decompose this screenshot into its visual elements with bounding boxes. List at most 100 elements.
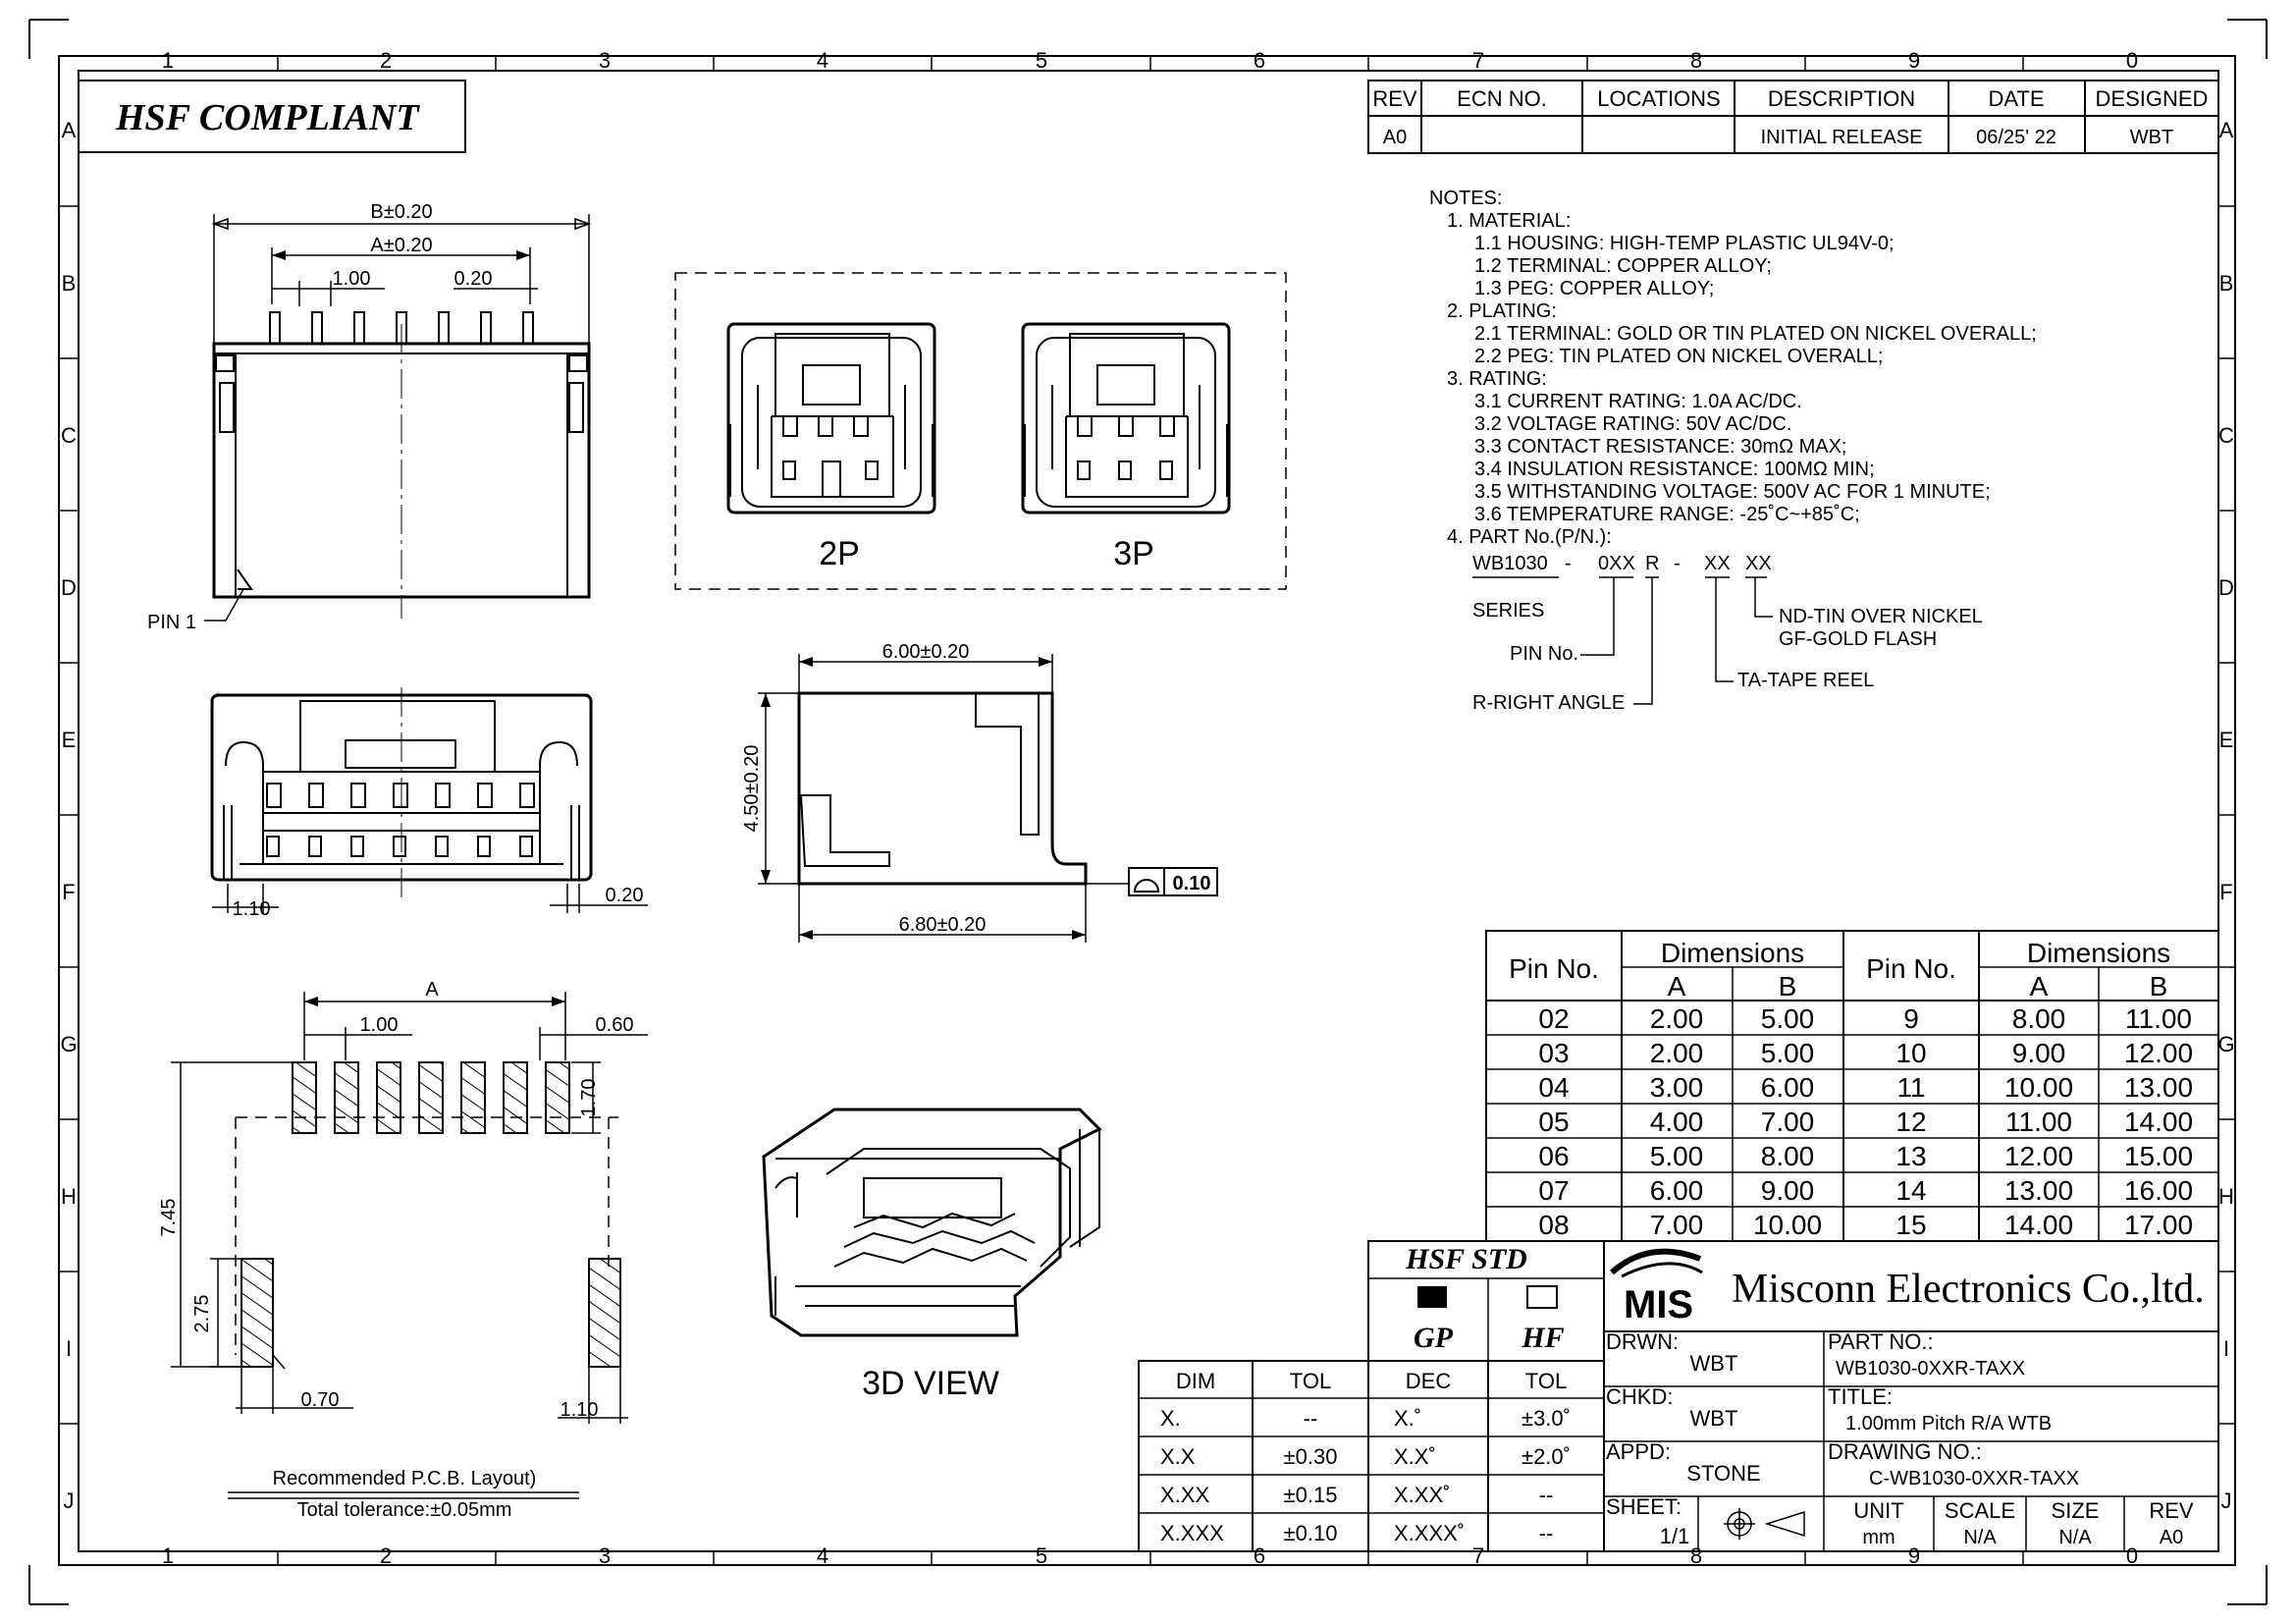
- grid-row-labels-left: A B C D E F G H I J: [60, 118, 77, 1513]
- pn-tape-reel-label: TA-TAPE REEL: [1737, 670, 1874, 691]
- table-cell: 3.00: [1650, 1072, 1704, 1103]
- grid-col-label: 3: [599, 48, 611, 73]
- grid-row-label: C: [61, 423, 77, 448]
- note-line: 1. MATERIAL:: [1447, 210, 1571, 232]
- note-line: 2. PLATING:: [1447, 300, 1557, 322]
- dim-header-2: Dimensions: [2027, 938, 2170, 968]
- tol-cell: ±0.30: [1284, 1444, 1338, 1469]
- table-cell: 15: [1896, 1210, 1926, 1240]
- size-label: SIZE: [2052, 1498, 2100, 1523]
- grid-column-labels-bottom: 1 2 3 4 5 6 7 8 9 0: [162, 1543, 2138, 1568]
- table-cell: 03: [1538, 1038, 1569, 1068]
- grid-row-label: C: [2218, 423, 2234, 448]
- table-cell: 14.00: [2124, 1107, 2193, 1137]
- grid-row-label: A: [2219, 118, 2234, 142]
- table-cell: 10.00: [2004, 1072, 2073, 1103]
- pcb-dim-a: A: [425, 979, 439, 1001]
- note-line: 3.1 CURRENT RATING: 1.0A AC/DC.: [1474, 391, 1802, 412]
- grid-row-label: F: [2219, 880, 2232, 904]
- variant-2p-drawing: [726, 322, 936, 514]
- chkd-label: CHKD:: [1606, 1384, 1673, 1409]
- grid-row-label: D: [61, 575, 77, 600]
- grid-column-labels-top: 1 2 3 4 5 6 7 8 9 0: [162, 48, 2138, 73]
- table-cell: 11: [1896, 1072, 1925, 1103]
- grid-row-labels-right: A B C D E F G H I J: [2217, 118, 2234, 1513]
- tol-cell: --: [1539, 1483, 1554, 1507]
- pn-pin-code: 0XX: [1598, 553, 1635, 574]
- col-a-2: A: [2030, 971, 2049, 1001]
- designed-value: WBT: [2130, 127, 2173, 148]
- col-b-2: B: [2150, 971, 2168, 1001]
- table-cell: 9.00: [1761, 1175, 1815, 1206]
- iso-3d-view: 3D VIEW: [762, 1108, 1102, 1402]
- hsf-compliant-text: HSF COMPLIANT: [115, 97, 420, 138]
- description-header: DESCRIPTION: [1768, 86, 1915, 111]
- dimensions-table: Pin No. Dimensions A B Pin No. Dimension…: [1485, 930, 2219, 1242]
- grid-row-label: B: [2219, 271, 2234, 296]
- grid-col-label: 8: [1690, 1543, 1702, 1568]
- table-cell: 07: [1538, 1175, 1569, 1206]
- notes-block: NOTES: 1. MATERIAL: 1.1 HOUSING: HIGH-TE…: [1429, 188, 2037, 548]
- tol-cell: X.XX˚: [1394, 1483, 1450, 1507]
- tol-cell: X.X: [1160, 1444, 1196, 1469]
- note-line: 2.2 PEG: TIN PLATED ON NICKEL OVERALL;: [1474, 346, 1883, 367]
- grid-row-label: H: [61, 1184, 77, 1209]
- grid-col-label: 8: [1690, 48, 1702, 73]
- pn-tape-code: XX: [1704, 553, 1731, 574]
- table-cell: 11.00: [2005, 1107, 2072, 1137]
- pcb-dim-060: 0.60: [596, 1014, 634, 1036]
- table-cell: 12: [1896, 1107, 1926, 1137]
- grid-col-label: 5: [1036, 48, 1047, 73]
- pcb-title: Recommended P.C.B. Layout): [273, 1468, 537, 1489]
- gp-label: GP: [1414, 1322, 1454, 1354]
- grid-col-label: 0: [2126, 1543, 2138, 1568]
- note-line: 3.3 CONTACT RESISTANCE: 30mΩ MAX;: [1474, 436, 1846, 458]
- pcb-dim-275: 2.75: [191, 1295, 213, 1333]
- table-cell: 04: [1538, 1072, 1569, 1103]
- table-cell: 8.00: [1761, 1141, 1815, 1171]
- table-cell: 5.00: [1761, 1003, 1815, 1034]
- dim-header-1: Dimensions: [1661, 938, 1804, 968]
- table-cell: 12.00: [2004, 1141, 2073, 1171]
- note-line: 3. RATING:: [1447, 368, 1547, 390]
- date-header: DATE: [1988, 86, 2044, 111]
- table-cell: 10.00: [1753, 1210, 1822, 1240]
- grid-row-label: G: [2217, 1032, 2234, 1056]
- grid-row-label: I: [2223, 1336, 2229, 1361]
- table-cell: 12.00: [2124, 1038, 2193, 1068]
- part-number-breakdown: WB1030 - 0XX R - XX XX SERIES PIN No. R-…: [1472, 553, 1983, 714]
- grid-row-label: G: [60, 1032, 77, 1056]
- dim-a: A±0.20: [370, 235, 432, 256]
- table-cell: 8.00: [2012, 1003, 2066, 1034]
- scale-label: SCALE: [1945, 1498, 2015, 1523]
- table-cell: 2.00: [1650, 1038, 1704, 1068]
- tol-cell: X.XXX˚: [1394, 1521, 1465, 1545]
- table-cell: 6.00: [1761, 1072, 1815, 1103]
- rev-value: A0: [1383, 127, 1407, 148]
- note-line: 1.2 TERMINAL: COPPER ALLOY;: [1474, 255, 1772, 277]
- table-cell: 17.00: [2124, 1210, 2193, 1240]
- notes-heading: NOTES:: [1429, 188, 1502, 209]
- pin-header-1: Pin No.: [1509, 953, 1599, 984]
- grid-col-label: 7: [1472, 1543, 1484, 1568]
- table-cell: 6.00: [1650, 1175, 1704, 1206]
- note-line: 3.5 WITHSTANDING VOLTAGE: 500V AC FOR 1 …: [1474, 481, 1991, 503]
- tol-cell: X.: [1160, 1406, 1181, 1431]
- unit-label: UNIT: [1853, 1498, 1903, 1523]
- table-cell: 14.00: [2004, 1210, 2073, 1240]
- col-a-1: A: [1668, 971, 1686, 1001]
- company-name: Misconn Electronics Co.,ltd.: [1732, 1267, 2205, 1312]
- pcb-dim-pitch: 1.00: [360, 1014, 399, 1036]
- table-cell: 9: [1903, 1003, 1919, 1034]
- pn-dash: -: [1674, 553, 1681, 574]
- pn-r-code: R: [1645, 553, 1659, 574]
- gp-checkbox-filled: [1417, 1286, 1447, 1308]
- scale-value: N/A: [1963, 1527, 1997, 1548]
- dim-680: 6.80±0.20: [899, 914, 987, 936]
- table-cell: 11.00: [2125, 1003, 2192, 1034]
- dim-b: B±0.20: [370, 201, 432, 223]
